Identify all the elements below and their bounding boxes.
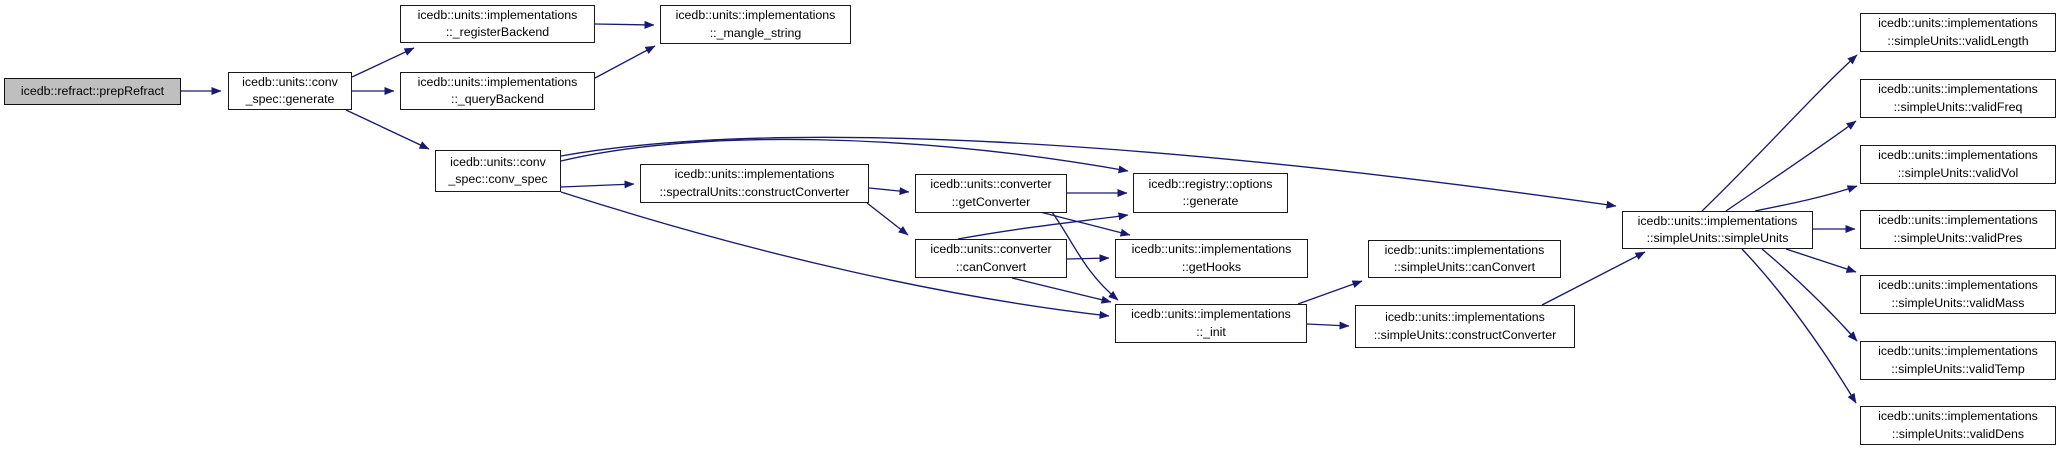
edge-register-backend-to-mangle-string (594, 20, 655, 29)
node-label: icedb::units::implementations ::simpleUn… (1878, 82, 2038, 114)
node-query-backend[interactable]: icedb::units::implementations ::_queryBa… (400, 72, 595, 110)
edge-conv-spec-to-init (560, 191, 1110, 319)
edge-generate-to-conv-spec (345, 109, 430, 150)
edge-can-convert-to-options-generate (957, 212, 1129, 240)
node-label: icedb::refract::prepRefract (20, 83, 165, 98)
node-label: icedb::units::conv _spec::generate (242, 74, 338, 106)
node-register-backend[interactable]: icedb::units::implementations ::_registe… (400, 5, 595, 43)
edge-get-converter-to-init (1051, 211, 1119, 301)
node-can-convert[interactable]: icedb::units::converter ::canConvert (915, 239, 1067, 278)
edge-conv-spec-to-simple-units-ctor (560, 136, 1617, 209)
node-init[interactable]: icedb::units::implementations ::_init (1115, 304, 1307, 343)
node-label: icedb::units::implementations ::simpleUn… (1637, 213, 1798, 245)
node-simple-units-ctor[interactable]: icedb::units::implementations ::simpleUn… (1622, 211, 1813, 249)
node-valid-vol[interactable]: icedb::units::implementations ::simpleUn… (1860, 145, 2056, 184)
node-label: icedb::units::implementations ::simpleUn… (1878, 409, 2038, 441)
node-label: icedb::units::implementations ::_mangle_… (675, 8, 836, 40)
node-valid-mass[interactable]: icedb::units::implementations ::simpleUn… (1860, 275, 2056, 314)
node-label: icedb::units::conv _spec::conv_spec (448, 154, 548, 186)
node-label: icedb::units::implementations ::_registe… (417, 7, 578, 39)
edge-spectral-construct-converter-to-get-converter (868, 187, 910, 196)
node-label: icedb::units::implementations ::_queryBa… (417, 74, 578, 106)
edge-simple-units-ctor-to-valid-dens (1741, 248, 1857, 404)
node-label: icedb::units::implementations ::getHooks (1131, 242, 1292, 274)
edge-conv-spec-to-spectral-construct-converter (560, 180, 635, 189)
node-label: icedb::units::implementations ::simpleUn… (1373, 310, 1557, 342)
edge-get-converter-to-get-hooks (1039, 211, 1131, 237)
node-label: icedb::units::converter ::getConverter (930, 177, 1052, 209)
edge-simple-units-ctor-to-valid-length (1701, 54, 1858, 212)
node-prep-refract: icedb::refract::prepRefract (4, 78, 181, 105)
node-label: icedb::units::implementations ::simpleUn… (1878, 278, 2038, 310)
node-label: icedb::units::converter ::canConvert (930, 242, 1052, 274)
node-label: icedb::units::implementations ::simpleUn… (1878, 16, 2038, 48)
node-label: icedb::units::implementations ::simpleUn… (1878, 148, 2038, 180)
edge-spectral-construct-converter-to-can-convert (866, 202, 909, 236)
edge-simple-units-ctor-to-valid-vol (1754, 185, 1858, 212)
node-label: icedb::registry::options ::generate (1148, 176, 1273, 208)
node-label: icedb::units::implementations ::simpleUn… (1878, 213, 2038, 245)
node-conv-spec-generate[interactable]: icedb::units::conv _spec::generate (228, 72, 352, 110)
edge-init-to-simple-can-convert (1297, 280, 1363, 305)
node-label: icedb::units::implementations ::spectral… (659, 167, 850, 199)
edge-can-convert-to-init (1011, 277, 1112, 304)
node-get-hooks[interactable]: icedb::units::implementations ::getHooks (1115, 239, 1308, 278)
node-valid-dens[interactable]: icedb::units::implementations ::simpleUn… (1860, 406, 2056, 445)
edge-init-to-simple-construct-converter (1306, 321, 1350, 330)
node-valid-temp[interactable]: icedb::units::implementations ::simpleUn… (1860, 341, 2056, 380)
node-spectral-construct-converter[interactable]: icedb::units::implementations ::spectral… (640, 164, 869, 203)
node-mangle-string[interactable]: icedb::units::implementations ::_mangle_… (660, 5, 851, 44)
node-label: icedb::units::implementations ::_init (1131, 307, 1291, 339)
node-valid-freq[interactable]: icedb::units::implementations ::simpleUn… (1860, 79, 2056, 118)
edge-conv-spec-to-options-generate (560, 138, 1129, 174)
edge-generate-to-register-backend (351, 47, 415, 78)
node-simple-can-convert[interactable]: icedb::units::implementations ::simpleUn… (1368, 240, 1561, 278)
node-label: icedb::units::implementations ::simpleUn… (1878, 344, 2038, 376)
node-valid-length[interactable]: icedb::units::implementations ::simpleUn… (1860, 13, 2056, 52)
edge-simple-construct-converter-to-simple-units-ctor (1541, 251, 1646, 306)
node-simple-construct-converter[interactable]: icedb::units::implementations ::simpleUn… (1355, 305, 1575, 348)
node-options-generate[interactable]: icedb::registry::options ::generate (1133, 173, 1288, 213)
edge-simple-units-ctor-to-valid-temp (1761, 248, 1858, 342)
edge-can-convert-to-get-hooks (1066, 254, 1110, 263)
node-valid-pres[interactable]: icedb::units::implementations ::simpleUn… (1860, 210, 2056, 249)
edge-simple-units-ctor-to-valid-freq (1725, 120, 1857, 212)
edge-simple-units-ctor-to-valid-mass (1785, 248, 1857, 273)
node-conv-spec-ctor[interactable]: icedb::units::conv _spec::conv_spec (435, 150, 561, 192)
edge-query-backend-to-mangle-string (594, 45, 656, 79)
node-label: icedb::units::implementations ::simpleUn… (1384, 242, 1545, 274)
node-get-converter[interactable]: icedb::units::converter ::getConverter (915, 174, 1067, 213)
